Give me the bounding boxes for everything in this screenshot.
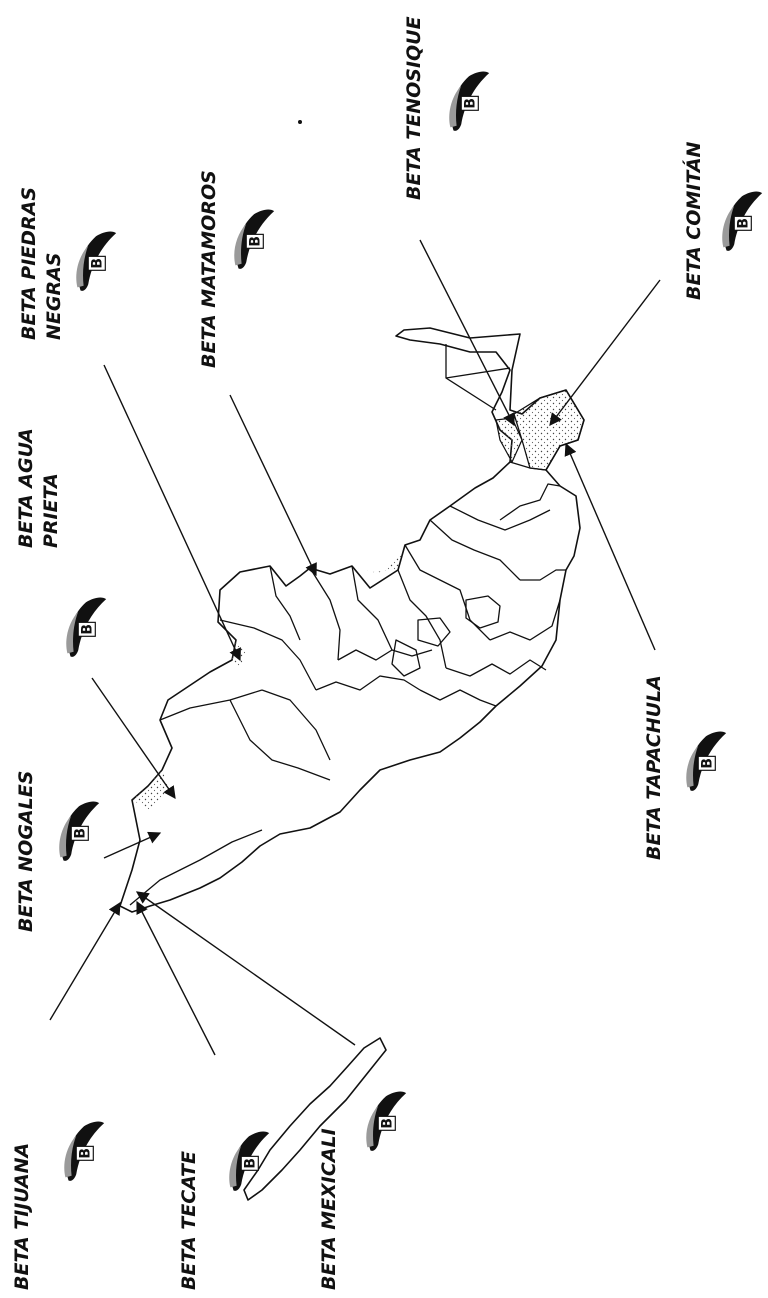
stray-dot bbox=[298, 120, 302, 124]
leader-lines bbox=[49, 239, 661, 1056]
office-tijuana: BETA TIJUANA bbox=[11, 1120, 105, 1290]
sonora-border bbox=[132, 770, 170, 810]
state-border bbox=[445, 367, 511, 379]
mainland-outline bbox=[119, 327, 585, 913]
state-border bbox=[429, 519, 521, 581]
office-mexicali: BETA MEXICALI bbox=[318, 1090, 407, 1290]
office-label: BETA TENOSIQUE bbox=[403, 16, 425, 200]
state-border bbox=[520, 569, 566, 581]
state-border bbox=[337, 649, 433, 661]
beta-logo-icon bbox=[685, 730, 727, 792]
state-border bbox=[465, 595, 501, 629]
beta-logo-icon bbox=[233, 208, 275, 270]
mexico-map bbox=[119, 327, 585, 1201]
leader-tecate bbox=[136, 900, 216, 1056]
office-label: BETA TIJUANA bbox=[11, 1143, 33, 1290]
office-agua-prieta: BETA AGUA PRIETA bbox=[15, 428, 107, 658]
state-border bbox=[229, 699, 331, 781]
office-label: BETA MATAMOROS bbox=[198, 170, 220, 368]
state-border bbox=[445, 344, 497, 411]
leader-comitan bbox=[549, 279, 661, 427]
beta-logo-icon bbox=[63, 1120, 105, 1182]
state-border bbox=[351, 565, 393, 651]
state-border bbox=[219, 619, 317, 691]
office-piedras-negras: BETA PIEDRAS NEGRAS bbox=[18, 187, 117, 341]
state-border bbox=[419, 689, 497, 707]
office-label: BETA COMITÁN bbox=[682, 141, 705, 300]
state-border bbox=[159, 689, 263, 721]
office-label: BETA TAPACHULA bbox=[643, 675, 665, 860]
office-tecate: BETA TECATE bbox=[178, 1130, 270, 1290]
office-label: BETA TECATE bbox=[178, 1151, 200, 1290]
state-border bbox=[499, 483, 561, 521]
beta-logo-icon bbox=[721, 190, 763, 252]
state-border bbox=[309, 567, 341, 661]
office-label: BETA MEXICALI bbox=[318, 1128, 340, 1290]
office-label-line1: BETA AGUA bbox=[15, 428, 37, 548]
beta-logo-icon bbox=[65, 596, 107, 658]
leader-matamoros bbox=[229, 394, 317, 577]
office-tenosique: BETA TENOSIQUE bbox=[403, 16, 490, 200]
leader-nogales bbox=[103, 831, 162, 859]
office-label: BETA NOGALES bbox=[15, 771, 37, 932]
office-label-line2: NEGRAS bbox=[43, 253, 65, 341]
office-comitan: BETA COMITÁN bbox=[682, 141, 763, 300]
state-border bbox=[449, 505, 551, 531]
leader-agua-prieta bbox=[91, 677, 176, 800]
office-matamoros: BETA MATAMOROS bbox=[198, 170, 275, 368]
state-border bbox=[489, 599, 561, 641]
leader-tijuana bbox=[49, 901, 121, 1021]
state-border bbox=[129, 829, 263, 906]
state-border bbox=[261, 689, 331, 761]
office-nogales: BETA NOGALES bbox=[15, 771, 100, 932]
leader-piedras-negras bbox=[103, 364, 241, 662]
leader-tenosique bbox=[419, 239, 515, 427]
beta-logo-icon bbox=[365, 1090, 407, 1152]
beta-logo-icon bbox=[448, 70, 490, 132]
beta-logo-icon bbox=[58, 800, 100, 862]
tamaulipas-coast bbox=[352, 545, 405, 574]
state-border bbox=[417, 617, 451, 647]
beta-logo-icon bbox=[75, 230, 117, 292]
state-border bbox=[315, 675, 421, 691]
leader-tapachula bbox=[564, 442, 656, 651]
office-tapachula: BETA TAPACHULA bbox=[643, 675, 727, 860]
state-border bbox=[397, 569, 447, 669]
state-border bbox=[269, 565, 301, 641]
state-border bbox=[445, 659, 547, 677]
office-label-line1: BETA PIEDRAS bbox=[18, 187, 40, 340]
state-border bbox=[391, 639, 421, 677]
baja-peninsula bbox=[243, 1037, 387, 1201]
office-label-line2: PRIETA bbox=[40, 473, 62, 548]
leader-mexicali bbox=[135, 891, 356, 1046]
